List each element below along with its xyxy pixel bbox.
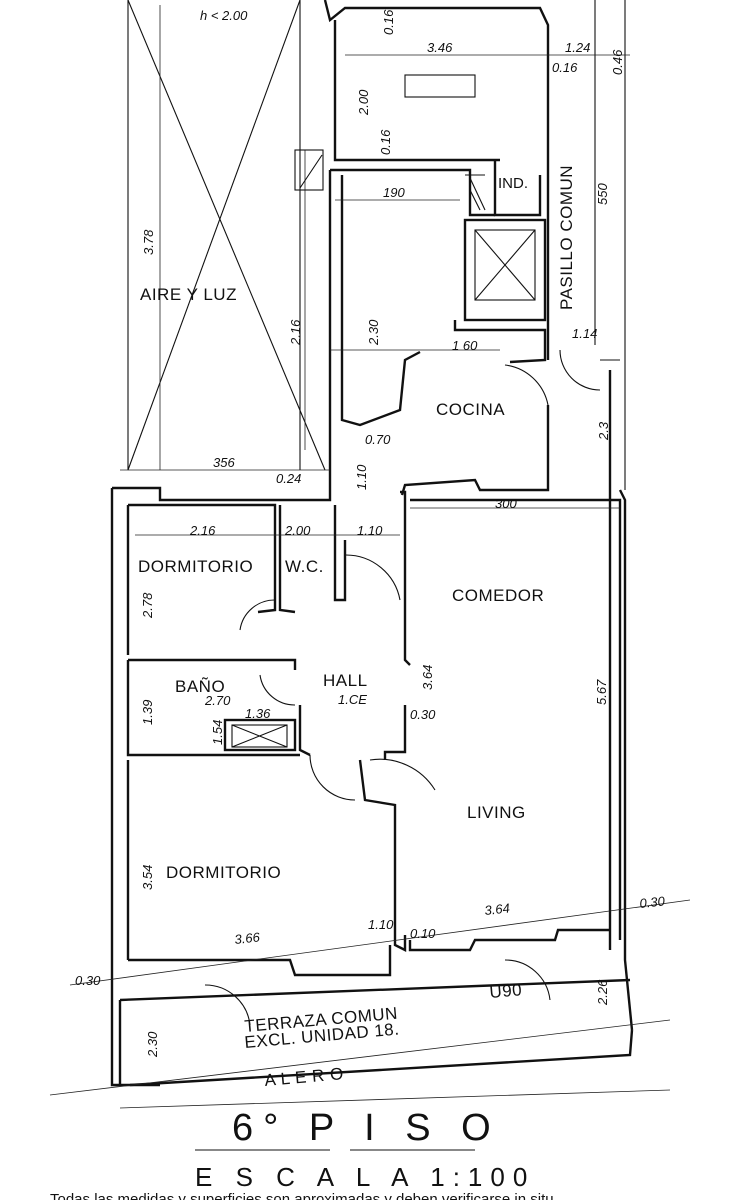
dim-200: 2.00 — [356, 89, 371, 116]
dim-200-h: 2.00 — [284, 523, 311, 538]
label-ind: IND. — [498, 175, 528, 192]
door-swings — [204, 349, 601, 1026]
dim-550: 550 — [595, 183, 610, 205]
title-block: 6° P I S O E S C A L A 1:100 Todas las m… — [50, 1107, 554, 1200]
label-dormitorio-1: DORMITORIO — [138, 557, 253, 576]
dimension-lines — [49, 54, 691, 1109]
dim-378: 3.78 — [141, 229, 156, 255]
dim-270: 2.70 — [204, 693, 231, 708]
dim-110-v: 1.10 — [354, 464, 369, 490]
dim-346: 3.46 — [427, 40, 453, 55]
label-wc: W.C. — [285, 557, 324, 576]
dim-366: 3.66 — [234, 929, 261, 947]
label-pasillo-comun: PASILLO COMUN — [557, 165, 576, 310]
dim-030-l: 0.30 — [75, 973, 101, 988]
dim-139: 1.39 — [140, 700, 155, 725]
label-hall-sub: 1.CE — [338, 692, 367, 707]
footer-note: Todas las medidas y superficies son apro… — [50, 1191, 554, 1200]
dim-230-b: 2.30 — [145, 1031, 160, 1058]
upper-walls — [294, 0, 626, 496]
dim-356: 356 — [213, 455, 235, 470]
dim-016-b: 0.16 — [552, 60, 578, 75]
dim-216: 2.16 — [288, 319, 303, 346]
dim-364-v: 3.64 — [420, 665, 435, 690]
label-aire-luz: AIRE Y LUZ — [140, 285, 237, 304]
dim-046: 0.46 — [610, 49, 625, 75]
dim-016-c: 0.16 — [378, 129, 393, 155]
dim-230: 2.30 — [366, 319, 381, 346]
dim-364-h: 3.64 — [484, 900, 511, 918]
dim-226: 2.26 — [595, 979, 610, 1006]
dim-030-r: 0.30 — [639, 893, 666, 911]
dim-124: 1.24 — [565, 40, 590, 55]
dim-190: 190 — [383, 185, 405, 200]
dim-216-h: 2.16 — [189, 523, 216, 538]
plan-scale: E S C A L A 1:100 — [195, 1162, 535, 1192]
label-hall: HALL — [323, 671, 368, 690]
dim-136: 1.36 — [245, 706, 271, 721]
label-bano: BAÑO — [175, 677, 225, 696]
dim-070: 0.70 — [365, 432, 391, 447]
dim-110-b: 1.10 — [368, 917, 394, 932]
dim-114: 1.14 — [572, 326, 597, 341]
dimension-labels: h < 2.00 0.16 3.46 1.24 0.16 0.46 2.00 0… — [75, 8, 666, 1058]
main-walls — [110, 370, 634, 1087]
label-dormitorio-2: DORMITORIO — [166, 863, 281, 882]
light-well — [127, 0, 326, 471]
dim-016-top: 0.16 — [381, 9, 396, 35]
label-terraza-code: U90 — [489, 980, 523, 1002]
dim-030-hall: 0.30 — [410, 707, 436, 722]
dim-23: 2.3 — [596, 421, 611, 441]
label-comedor: COMEDOR — [452, 586, 544, 605]
dim-h-limit: h < 2.00 — [200, 8, 248, 23]
dim-024: 0.24 — [276, 471, 301, 486]
room-labels: AIRE Y LUZ PASILLO COMUN IND. COCINA COM… — [138, 165, 576, 1090]
dim-567: 5.67 — [594, 679, 609, 705]
dim-278: 2.78 — [140, 592, 155, 619]
dim-354: 3.54 — [140, 865, 155, 890]
label-cocina: COCINA — [436, 400, 505, 419]
dim-154: 1.54 — [210, 720, 225, 745]
dim-110-h: 1.10 — [357, 523, 383, 538]
dim-300: 300 — [495, 496, 517, 511]
label-living: LIVING — [467, 803, 526, 822]
dim-010: 0.10 — [410, 926, 436, 941]
dim-160: 1 60 — [452, 338, 478, 353]
plan-title: 6° P I S O — [232, 1107, 501, 1149]
